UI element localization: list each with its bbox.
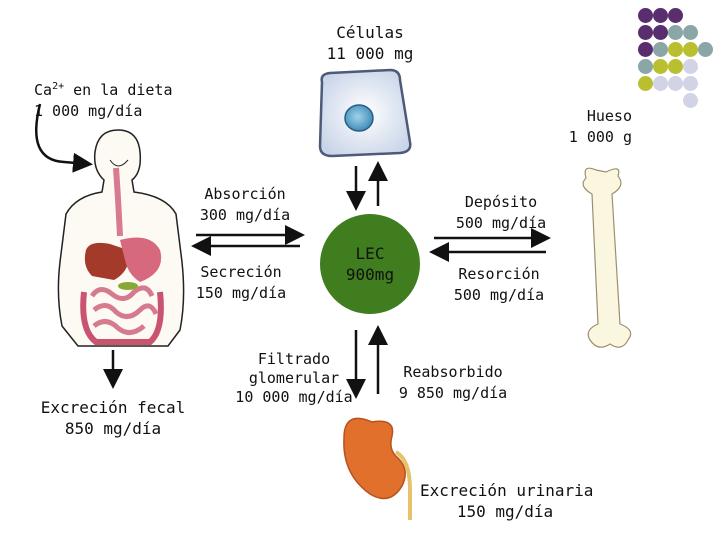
resorption-label: Resorción 500 mg/día — [453, 265, 545, 304]
flow-arrows — [35, 103, 551, 399]
digestive-system-illustration — [57, 129, 185, 347]
lec-circle — [320, 214, 420, 314]
decorative-dot — [653, 59, 668, 74]
secretion-label: Secreción 150 mg/día — [195, 263, 287, 302]
decorative-dot — [683, 93, 698, 108]
lec-label: LEC 900mg — [345, 244, 395, 284]
deposit-label: Depósito 500 mg/día — [455, 193, 547, 232]
urinary-excretion-label: Excreción urinaria 150 mg/día — [420, 481, 594, 521]
decorative-dot — [668, 76, 683, 91]
absorption-label: Absorción 300 mg/día — [199, 185, 291, 224]
decorative-dot — [668, 25, 683, 40]
reabsorbed-label: Reabsorbido 9 850 mg/día — [398, 363, 508, 402]
decorative-dot — [653, 8, 668, 23]
decorative-dot — [698, 42, 713, 57]
decorative-dot — [653, 25, 668, 40]
kidney-illustration — [343, 417, 412, 520]
decorative-dot — [638, 8, 653, 23]
decorative-dot — [668, 8, 683, 23]
decorative-dot — [683, 76, 698, 91]
cell-illustration — [318, 68, 412, 158]
decorative-dot-grid — [638, 8, 718, 128]
fecal-excretion-label: Excreción fecal 850 mg/día — [40, 398, 186, 438]
bone-illustration — [582, 167, 632, 348]
decorative-dot — [668, 42, 683, 57]
decorative-dot — [638, 42, 653, 57]
decorative-dot — [653, 76, 668, 91]
decorative-dot — [638, 25, 653, 40]
cells-label: Células 11 000 mg — [326, 23, 414, 63]
decorative-dot — [683, 42, 698, 57]
bone-label: Hueso 1 000 g — [568, 107, 632, 146]
decorative-dot — [668, 59, 683, 74]
decorative-dot — [683, 59, 698, 74]
decorative-dot — [653, 42, 668, 57]
decorative-dot — [638, 76, 653, 91]
decorative-dot — [683, 25, 698, 40]
diet-label: Ca2+ en la dieta 1 000 mg/día — [34, 81, 173, 120]
decorative-dot — [638, 59, 653, 74]
glomerular-filtrate-label: Filtrado glomerular 10 000 mg/día — [235, 350, 353, 406]
